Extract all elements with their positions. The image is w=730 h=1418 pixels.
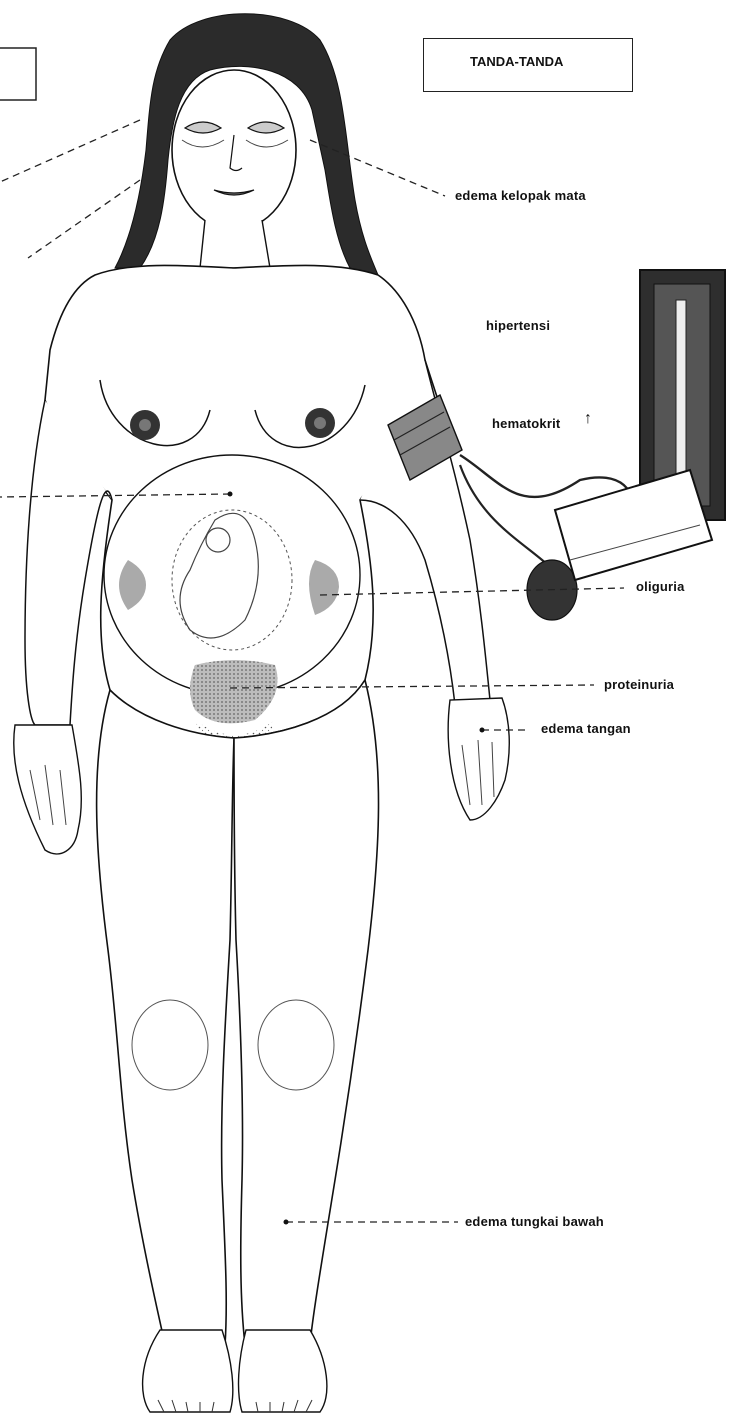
hematocrit-up-arrow: ↑	[584, 410, 592, 428]
label-edema-leg: edema tungkai bawah	[465, 1214, 604, 1229]
left-hand	[14, 725, 82, 854]
leader-left-face-2	[28, 180, 140, 258]
label-edema-hand: edema tangan	[541, 721, 631, 736]
mercury-column	[676, 300, 686, 490]
label-proteinuria: proteinuria	[604, 677, 674, 692]
face	[172, 70, 296, 230]
label-edema-eyelid: edema kelopak mata	[455, 188, 586, 203]
label-oliguria: oliguria	[636, 579, 685, 594]
label-hematocrit: hematokrit	[492, 416, 560, 431]
left-foot	[143, 1330, 233, 1412]
left-partial-box	[0, 48, 36, 100]
signs-header-title: TANDA-TANDA	[470, 54, 563, 69]
neck	[200, 220, 270, 268]
label-hypertension: hipertensi	[486, 318, 550, 333]
left-leg	[97, 690, 234, 1345]
sphygmomanometer-base	[555, 470, 712, 580]
right-leg	[234, 680, 379, 1345]
leader-left-face-1	[0, 120, 140, 182]
right-foot	[239, 1330, 327, 1412]
